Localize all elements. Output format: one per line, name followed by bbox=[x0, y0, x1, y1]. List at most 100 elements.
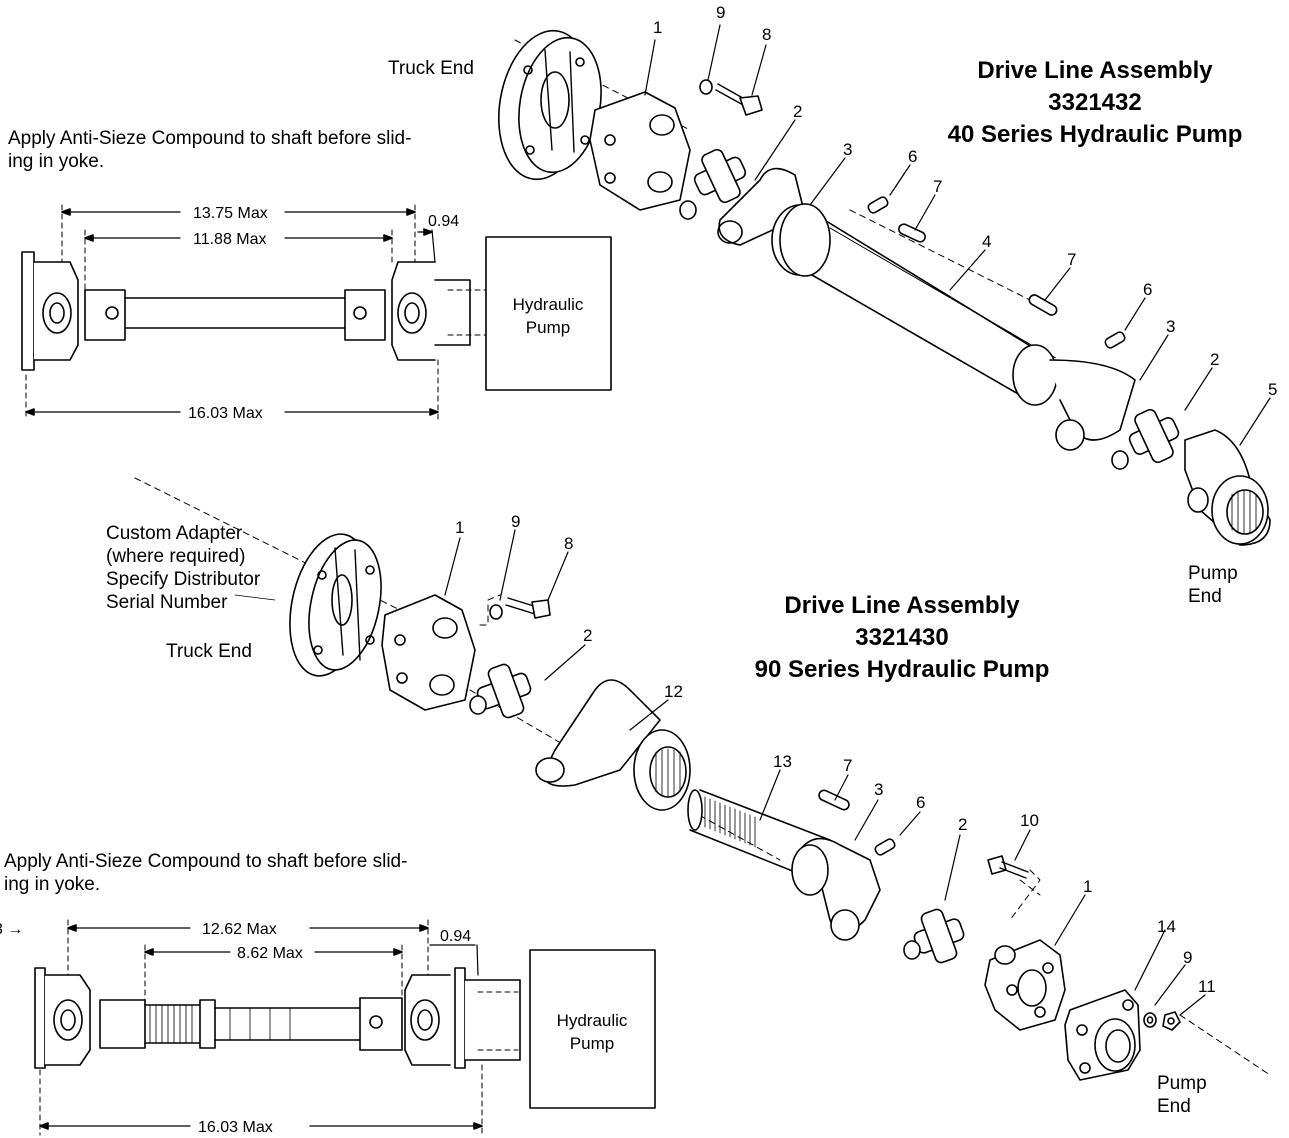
hydraulic-pump-box bbox=[485, 236, 612, 391]
callout-14: 14 bbox=[1157, 917, 1176, 936]
pump-end-90-line2: End bbox=[1157, 1096, 1191, 1117]
title-40-line1: Drive Line Assembly bbox=[977, 57, 1213, 84]
callout-12: 12 bbox=[664, 682, 683, 701]
callout-2b: 2 bbox=[958, 815, 967, 834]
companion-flange bbox=[1064, 989, 1141, 1081]
dim-inner-90: 8.62 Max bbox=[237, 945, 303, 962]
dim-offset-90: 0.94 bbox=[440, 928, 471, 945]
washer-and-bolt bbox=[699, 79, 763, 116]
anti-sieze-note-40: Apply Anti-Sieze Compound to shaft befor… bbox=[8, 127, 411, 173]
bolt bbox=[987, 855, 1029, 879]
custom-adapter-line2: (where required) bbox=[106, 546, 246, 567]
pump-end-label-40: Pump End bbox=[1188, 562, 1238, 608]
dim-inner-40: 11.88 Max bbox=[193, 231, 267, 248]
drive-tube bbox=[779, 203, 1046, 396]
callout-3: 3 bbox=[843, 140, 852, 159]
flange-yoke-90-right bbox=[984, 939, 1066, 1031]
title-90-series: Drive Line Assembly 3321430 90 Series Hy… bbox=[722, 590, 1082, 686]
callout-11: 11 bbox=[1198, 977, 1216, 996]
flange-yoke-90 bbox=[381, 594, 476, 711]
hydraulic-pump-box-90 bbox=[529, 949, 656, 1109]
truck-end-label-40: Truck End bbox=[388, 58, 474, 79]
u-joint-cross-90 bbox=[469, 663, 532, 719]
title-90-line2: 3321430 bbox=[855, 624, 949, 651]
anti-sieze-note-90: Apply Anti-Sieze Compound to shaft befor… bbox=[4, 850, 407, 896]
dim-left-partial-90: 3 → bbox=[0, 921, 23, 938]
u-joint-cross-90-2 bbox=[903, 908, 965, 964]
u-joint-cross bbox=[679, 148, 747, 220]
callout-8: 8 bbox=[564, 534, 573, 553]
callout-2: 2 bbox=[583, 626, 592, 645]
callout-4: 4 bbox=[982, 232, 991, 251]
anti-sieze-note-90-line2: ing in yoke. bbox=[4, 874, 101, 895]
custom-adapter-label: Custom Adapter (where required) Specify … bbox=[106, 522, 260, 614]
truck-end-label-90: Truck End bbox=[166, 641, 252, 662]
dimension-labels: 13.75 Max 11.88 Max 0.94 16.03 Max 3 → 1… bbox=[0, 205, 471, 1136]
title-40-line3: 40 Series Hydraulic Pump bbox=[947, 121, 1243, 148]
pump-box-label-90-line1: Hydraulic bbox=[557, 1011, 628, 1030]
anti-sieze-note-40-line1: Apply Anti-Sieze Compound to shaft befor… bbox=[8, 128, 412, 149]
side-view-40-series bbox=[21, 204, 612, 421]
washer-and-bolt-90 bbox=[489, 597, 551, 620]
flange-adapter-90 bbox=[289, 533, 382, 677]
callout-leaders bbox=[234, 24, 1271, 1016]
callout-6b: 6 bbox=[1143, 280, 1152, 299]
dim-offset-40: 0.94 bbox=[428, 213, 459, 230]
callout-numbers-40: 1 9 8 2 3 6 7 4 7 6 3 2 5 bbox=[653, 3, 1277, 399]
u-joint-cross-2 bbox=[1111, 408, 1180, 470]
callout-3: 3 bbox=[874, 780, 883, 799]
callout-1b: 1 bbox=[1083, 877, 1092, 896]
flange-adapter bbox=[498, 29, 602, 181]
pump-end-label-90: Pump End bbox=[1157, 1072, 1207, 1118]
callout-9b: 9 bbox=[1183, 948, 1192, 967]
pump-end-40-line1: Pump bbox=[1188, 563, 1238, 584]
callout-numbers-90: 1 9 8 2 12 13 7 3 6 2 10 1 14 9 11 bbox=[455, 512, 1216, 996]
splined-shaft bbox=[687, 789, 831, 881]
pump-box-label-40-line1: Hydraulic bbox=[513, 295, 584, 314]
callout-3b: 3 bbox=[1166, 317, 1175, 336]
custom-adapter-line1: Custom Adapter bbox=[106, 523, 243, 544]
callout-10: 10 bbox=[1020, 811, 1039, 830]
pump-end-90-line1: Pump bbox=[1157, 1073, 1207, 1094]
exploded-view-90-series bbox=[134, 477, 1271, 1081]
custom-adapter-line3: Specify Distributor bbox=[106, 569, 261, 590]
callout-6: 6 bbox=[908, 147, 917, 166]
callout-6: 6 bbox=[916, 793, 925, 812]
callout-7: 7 bbox=[843, 756, 852, 775]
callout-13: 13 bbox=[773, 752, 792, 771]
callout-9: 9 bbox=[511, 512, 520, 531]
callout-9: 9 bbox=[716, 3, 725, 22]
set-screw-and-key bbox=[867, 196, 1126, 349]
callout-2: 2 bbox=[793, 102, 802, 121]
pump-box-label-40-line2: Pump bbox=[526, 318, 570, 337]
callout-8: 8 bbox=[762, 25, 771, 44]
tube-yoke-90 bbox=[791, 837, 881, 941]
dim-overall-40: 16.03 Max bbox=[188, 405, 263, 422]
dim-overall-90: 16.03 Max bbox=[198, 1119, 273, 1136]
pump-box-label-90-line2: Pump bbox=[570, 1034, 614, 1053]
callout-5: 5 bbox=[1268, 380, 1277, 399]
set-screw-and-key-90 bbox=[818, 789, 896, 856]
callout-1: 1 bbox=[653, 18, 662, 37]
side-view-90-series bbox=[34, 919, 656, 1136]
callout-1: 1 bbox=[455, 518, 464, 537]
title-40-series: Drive Line Assembly 3321432 40 Series Hy… bbox=[905, 55, 1285, 151]
tube-yoke bbox=[1012, 344, 1136, 451]
washer-and-nut bbox=[1143, 1011, 1181, 1031]
callout-2b: 2 bbox=[1210, 350, 1219, 369]
dim-top-40: 13.75 Max bbox=[193, 205, 268, 222]
flange-yoke bbox=[589, 91, 691, 211]
pump-box-labels: Hydraulic Pump Hydraulic Pump bbox=[513, 295, 628, 1053]
dim-top-90: 12.62 Max bbox=[202, 921, 277, 938]
pump-end-yoke bbox=[1184, 429, 1271, 546]
exploded-view-40-series bbox=[498, 29, 1271, 546]
title-40-line2: 3321432 bbox=[1048, 89, 1142, 116]
title-90-line1: Drive Line Assembly bbox=[784, 592, 1020, 619]
spline-slip-yoke bbox=[535, 679, 691, 811]
anti-sieze-note-40-line2: ing in yoke. bbox=[8, 151, 105, 172]
title-90-line3: 90 Series Hydraulic Pump bbox=[754, 656, 1050, 683]
custom-adapter-line4: Serial Number bbox=[106, 592, 228, 613]
callout-7b: 7 bbox=[1067, 250, 1076, 269]
anti-sieze-note-90-line1: Apply Anti-Sieze Compound to shaft befor… bbox=[4, 851, 408, 872]
